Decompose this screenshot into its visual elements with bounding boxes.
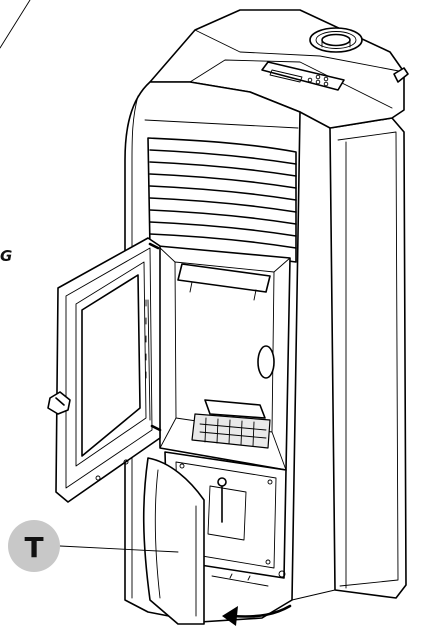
curved-arrow-icon xyxy=(222,604,292,626)
lower-front-panel xyxy=(142,457,205,625)
control-panel xyxy=(261,61,345,91)
flue-outlet xyxy=(309,27,363,53)
ventilation-grille xyxy=(147,137,297,263)
combustion-chamber xyxy=(157,245,291,471)
callout-badge: T xyxy=(8,520,60,572)
hopper-lid-handle xyxy=(393,67,409,83)
fire-door-open xyxy=(47,237,162,503)
callout-leader-line xyxy=(59,545,179,553)
edge-label-fragment: G xyxy=(0,247,12,265)
corner-line xyxy=(0,0,31,49)
callout-letter: T xyxy=(24,531,43,564)
